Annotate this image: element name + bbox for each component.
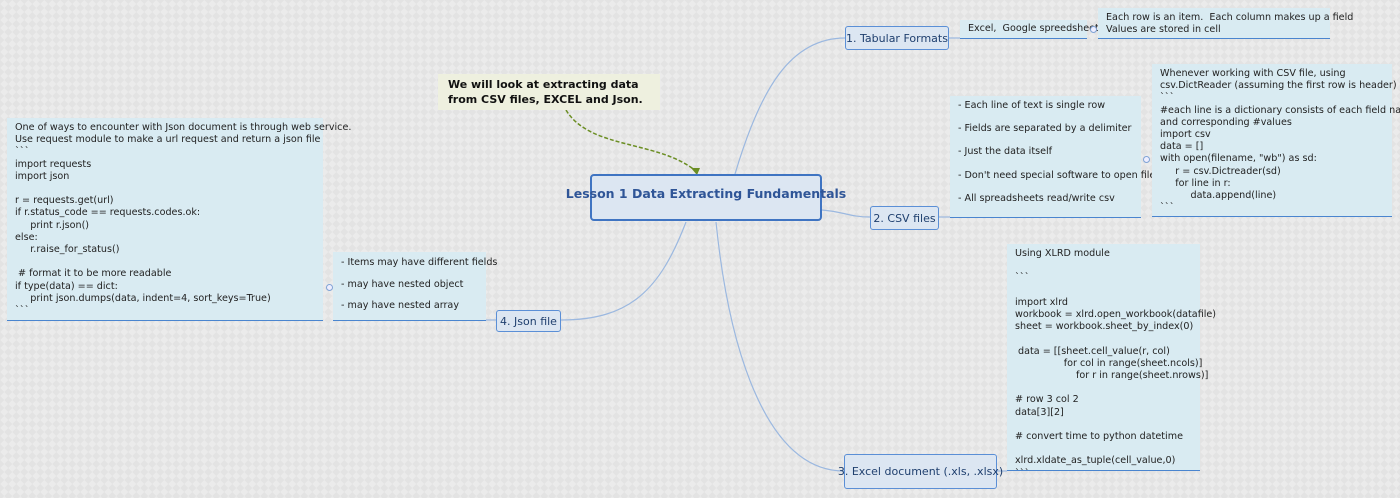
callout-note: We will look at extracting data from CSV… [438, 74, 660, 110]
collapse-toggle-icon[interactable] [1090, 26, 1097, 33]
csv-bullets[interactable]: - Each line of text is single row - Fiel… [950, 96, 1155, 218]
tabular-examples[interactable]: Excel, Google spreedsheet [960, 20, 1099, 39]
topic-json-file[interactable]: 4. Json file [496, 310, 561, 332]
connector-csv [821, 209, 871, 218]
csv-code-note[interactable]: Whenever working with CSV file, using cs… [1152, 64, 1400, 217]
connector-tabular [734, 37, 846, 175]
collapse-toggle-icon[interactable] [1143, 156, 1150, 163]
json-bullets[interactable]: - Items may have different fields - may … [333, 252, 497, 321]
arrow-head-icon [691, 168, 700, 175]
excel-code-note[interactable]: Using XLRD module ``` import xlrd workbo… [1007, 244, 1216, 479]
topic-excel-document[interactable]: 3. Excel document (.xls, .xlsx) [838, 454, 1003, 489]
central-topic[interactable]: Lesson 1 Data Extracting Fundamentals [566, 174, 846, 221]
connector-json [560, 221, 687, 321]
topic-tabular-formats[interactable]: 1. Tabular Formats [845, 26, 949, 50]
json-code-note[interactable]: One of ways to encounter with Json docum… [7, 118, 351, 321]
collapse-toggle-icon[interactable] [326, 284, 333, 291]
callout-arrow [565, 109, 698, 173]
topic-csv-files[interactable]: 2. CSV files [870, 206, 939, 230]
tabular-note[interactable]: Each row is an item. Each column makes u… [1098, 8, 1353, 39]
connector-excel [715, 221, 845, 472]
